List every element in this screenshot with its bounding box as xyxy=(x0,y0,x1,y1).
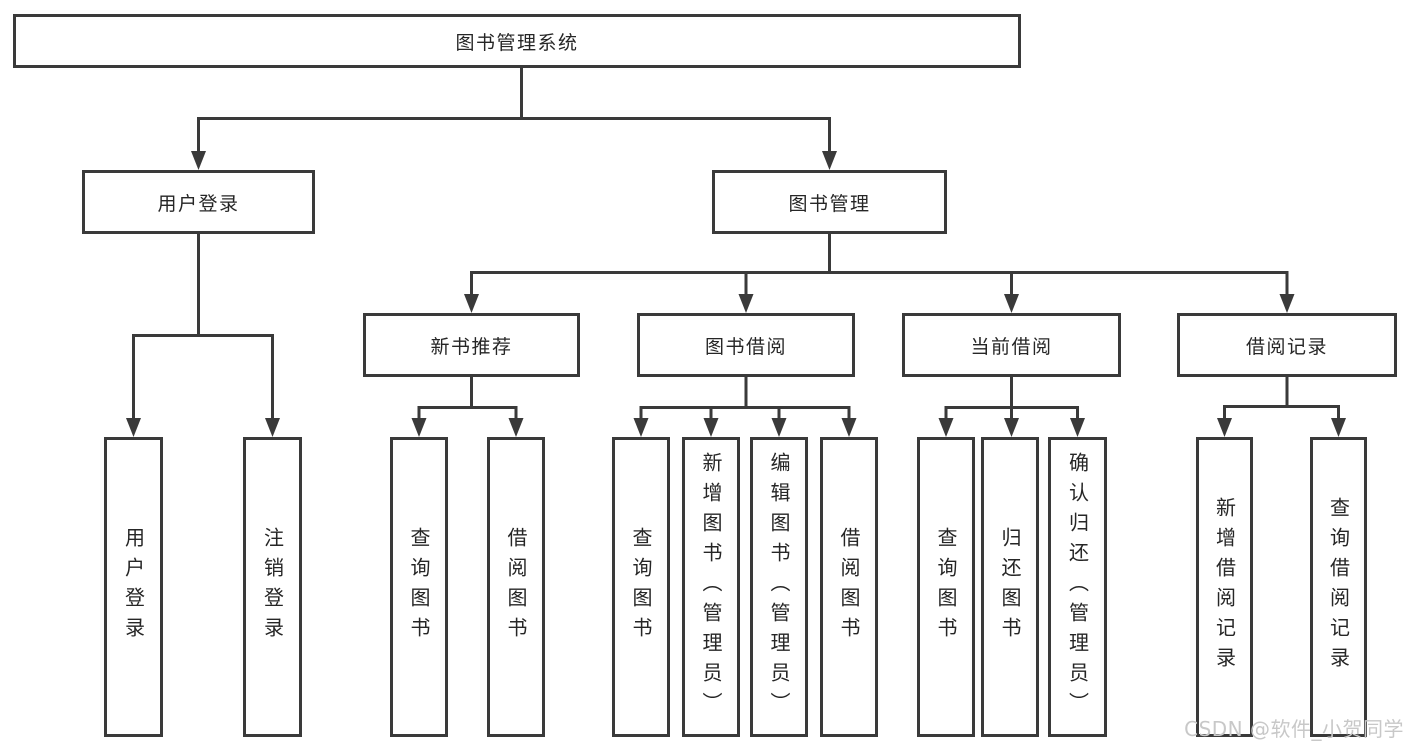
csdn-watermark: CSDN @软件_小贺同学 xyxy=(1184,717,1404,741)
leaf-records-add-record: 新增借阅记录 xyxy=(1196,437,1253,737)
leaf-borrowing-edit-books-admin: 编辑图书（管理员） xyxy=(750,437,808,737)
node-current-borrowing: 当前借阅 xyxy=(902,313,1121,377)
leaf-recommend-borrow-books: 借阅图书 xyxy=(487,437,545,737)
leaf-borrowing-add-books-admin: 新增图书（管理员） xyxy=(682,437,740,737)
edges-user-login xyxy=(126,234,280,437)
leaf-current-query-books: 查询图书 xyxy=(917,437,975,737)
leaf-user-login: 用户登录 xyxy=(104,437,163,737)
edges-root xyxy=(191,68,837,170)
leaf-borrowing-query-books: 查询图书 xyxy=(612,437,670,737)
leaf-records-query-record: 查询借阅记录 xyxy=(1310,437,1367,737)
edges-book-management xyxy=(464,234,1295,313)
node-user-login: 用户登录 xyxy=(82,170,315,234)
leaf-borrowing-borrow-books: 借阅图书 xyxy=(820,437,878,737)
node-new-book-recommend: 新书推荐 xyxy=(363,313,580,377)
node-book-management: 图书管理 xyxy=(712,170,947,234)
edges-current-borrowing xyxy=(938,377,1085,437)
leaf-logout: 注销登录 xyxy=(243,437,302,737)
leaf-current-confirm-return-admin: 确认归还（管理员） xyxy=(1048,437,1107,737)
node-book-borrowing: 图书借阅 xyxy=(637,313,855,377)
leaf-current-return-books: 归还图书 xyxy=(981,437,1039,737)
edges-borrowing-records xyxy=(1217,377,1346,437)
edges-book-borrowing xyxy=(633,377,857,437)
node-borrowing-records: 借阅记录 xyxy=(1177,313,1397,377)
edges-new-book-recommend xyxy=(411,377,524,437)
leaf-recommend-query-books: 查询图书 xyxy=(390,437,448,737)
node-root-system: 图书管理系统 xyxy=(13,14,1021,68)
